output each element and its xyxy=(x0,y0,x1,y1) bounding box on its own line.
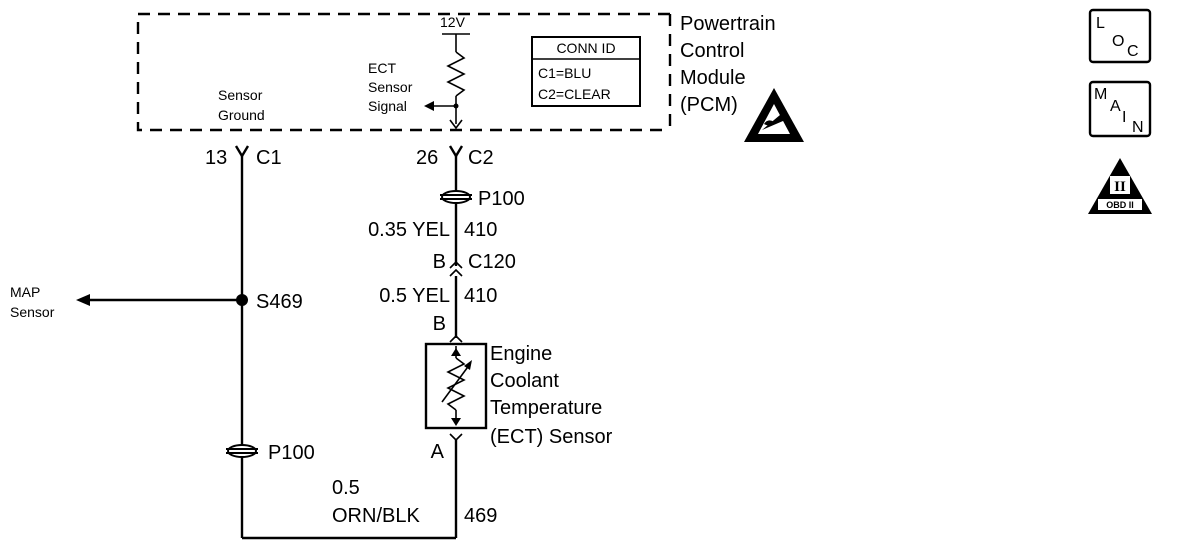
sensor-pin-a-label: A xyxy=(431,441,445,463)
sensor-ground-line-2: Ground xyxy=(218,107,265,123)
loc-icon: L O C xyxy=(1088,8,1152,64)
ect-sensor-box xyxy=(424,342,488,430)
pcm-boundary xyxy=(136,12,670,132)
p100-ground-grommet-icon xyxy=(226,444,258,458)
esd-warning-icon xyxy=(744,88,804,142)
ect-name-line-1: Engine xyxy=(490,343,552,365)
conn-id-box xyxy=(531,36,641,107)
pcm-name-line-2: Control xyxy=(680,40,744,62)
c2-connector-icon xyxy=(448,145,464,159)
sensor-ground-line-1: Sensor xyxy=(218,87,263,103)
pcm-c2-terminal xyxy=(449,119,463,130)
thermistor-arrow-top-icon xyxy=(451,348,461,356)
c2-pin-number: 26 xyxy=(416,147,438,169)
c120-pin: B xyxy=(433,251,446,273)
svg-text:OBD II: OBD II xyxy=(1106,200,1134,210)
c120-connector-icon xyxy=(449,260,463,269)
pcm-name-line-3: Module xyxy=(680,67,746,89)
ground-circuit-number: 469 xyxy=(464,505,497,527)
ect-name-line-2: Coolant xyxy=(490,370,559,392)
thermistor-variable-arrow xyxy=(441,363,471,403)
obd-ii-icon: II OBD II xyxy=(1088,158,1152,214)
c1-label: C1 xyxy=(256,147,282,169)
thermistor-variable-arrowhead-icon xyxy=(464,360,472,370)
ground-wire-color: ORN/BLK xyxy=(332,505,420,527)
pcm-name-line-1: Powertrain xyxy=(680,13,776,35)
map-sensor-line-1: MAP xyxy=(10,284,40,300)
svg-text:C: C xyxy=(1127,43,1139,60)
signal-upper-wire-color: 0.35 YEL xyxy=(368,219,450,241)
signal-lower-circuit: 410 xyxy=(464,285,497,307)
svg-text:M: M xyxy=(1094,86,1107,103)
c1-pin-number: 13 xyxy=(205,147,227,169)
signal-upper-circuit: 410 xyxy=(464,219,497,241)
svg-text:A: A xyxy=(1110,98,1121,115)
ect-name-line-3: Temperature xyxy=(490,397,602,419)
thermistor-arrow-bottom-icon xyxy=(451,418,461,426)
signal-arrow-icon xyxy=(424,101,434,111)
main-icon: M A I N xyxy=(1088,80,1152,138)
ect-name-line-4: (ECT) Sensor xyxy=(490,426,613,448)
map-sensor-line-2: Sensor xyxy=(10,304,55,320)
map-sensor-arrow-icon xyxy=(76,294,90,306)
ect-signal-line-1: ECT xyxy=(368,60,396,76)
conn-id-title: CONN ID xyxy=(556,40,615,56)
sensor-pin-b-label: B xyxy=(433,313,446,335)
splice-s469-label: S469 xyxy=(256,291,303,313)
svg-text:I: I xyxy=(1122,109,1126,126)
sensor-pin-a-terminal xyxy=(449,433,463,442)
svg-text:N: N xyxy=(1132,119,1144,136)
svg-text:O: O xyxy=(1112,33,1124,50)
conn-id-line-1: C1=BLU xyxy=(538,65,591,81)
ground-wire-gauge: 0.5 xyxy=(332,477,360,499)
pcm-name-line-4: (PCM) xyxy=(680,94,738,116)
sensor-pin-b-terminal xyxy=(449,334,463,343)
ect-signal-line-2: Sensor xyxy=(368,79,413,95)
signal-lower-wire-color: 0.5 YEL xyxy=(379,285,450,307)
p100-ground-label: P100 xyxy=(268,442,315,464)
pull-up-resistor xyxy=(446,51,466,97)
c1-connector-icon xyxy=(234,145,250,159)
svg-text:II: II xyxy=(1114,179,1126,195)
conn-id-line-2: C2=CLEAR xyxy=(538,86,611,102)
ect-signal-line-3: Signal xyxy=(368,98,407,114)
p100-signal-label: P100 xyxy=(478,188,525,210)
c2-label: C2 xyxy=(468,147,494,169)
p100-signal-grommet-icon xyxy=(440,190,472,204)
supply-voltage-label: 12V xyxy=(440,14,466,30)
c120-label: C120 xyxy=(468,251,516,273)
svg-text:L: L xyxy=(1096,15,1105,32)
